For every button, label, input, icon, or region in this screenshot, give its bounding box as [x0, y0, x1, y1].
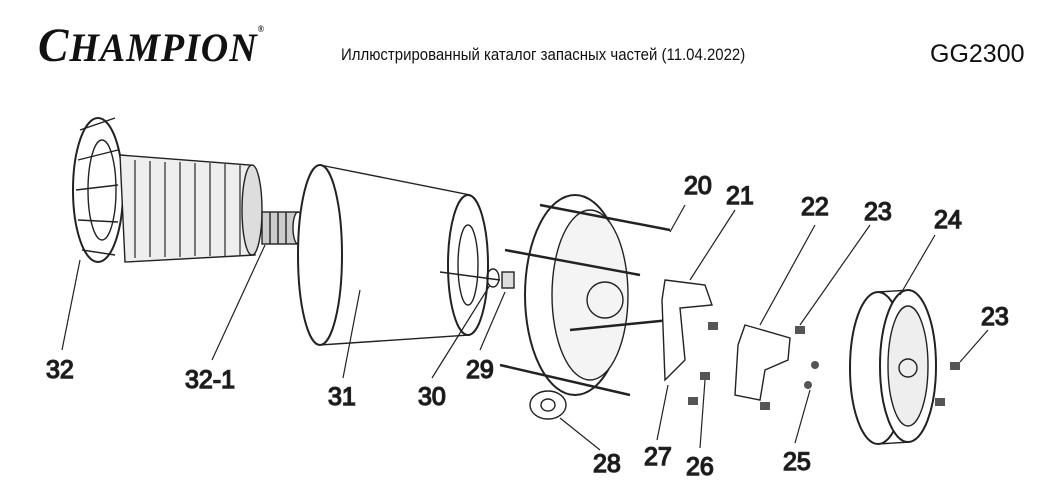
- rotor-core: [119, 154, 263, 263]
- champion-logo: CHAMPION®: [38, 19, 265, 72]
- bolt: [501, 271, 515, 289]
- brush-holder: [661, 279, 713, 382]
- end-bracket: [499, 194, 671, 420]
- part-label-26: 26: [686, 453, 714, 481]
- part-label-22: 22: [801, 193, 829, 221]
- washer: [486, 268, 500, 288]
- avr-plate: [734, 324, 791, 401]
- catalog-title: Иллюстрированный каталог запасных частей…: [341, 45, 746, 64]
- part-label-27: 27: [644, 443, 672, 471]
- part-label-31: 31: [328, 383, 356, 411]
- model-number: GG2300: [930, 40, 1025, 68]
- part-label-28: 28: [593, 450, 621, 478]
- part-label-20: 20: [684, 172, 712, 200]
- mount-28: [529, 390, 567, 420]
- rotor-fan: [72, 117, 124, 263]
- slip-rings: [261, 211, 304, 245]
- part-label-23-b: 23: [981, 303, 1009, 331]
- stator: [297, 164, 489, 346]
- screws: [688, 322, 960, 410]
- part-label-23: 23: [864, 198, 892, 226]
- part-label-32: 32: [46, 356, 74, 384]
- part-label-21: 21: [726, 182, 754, 210]
- part-label-25: 25: [783, 448, 811, 476]
- part-label-29: 29: [466, 356, 494, 384]
- part-label-24: 24: [934, 206, 962, 234]
- rear-cover: [849, 289, 937, 445]
- part-label-32-1: 32-1: [185, 366, 235, 394]
- part-label-30: 30: [418, 383, 446, 411]
